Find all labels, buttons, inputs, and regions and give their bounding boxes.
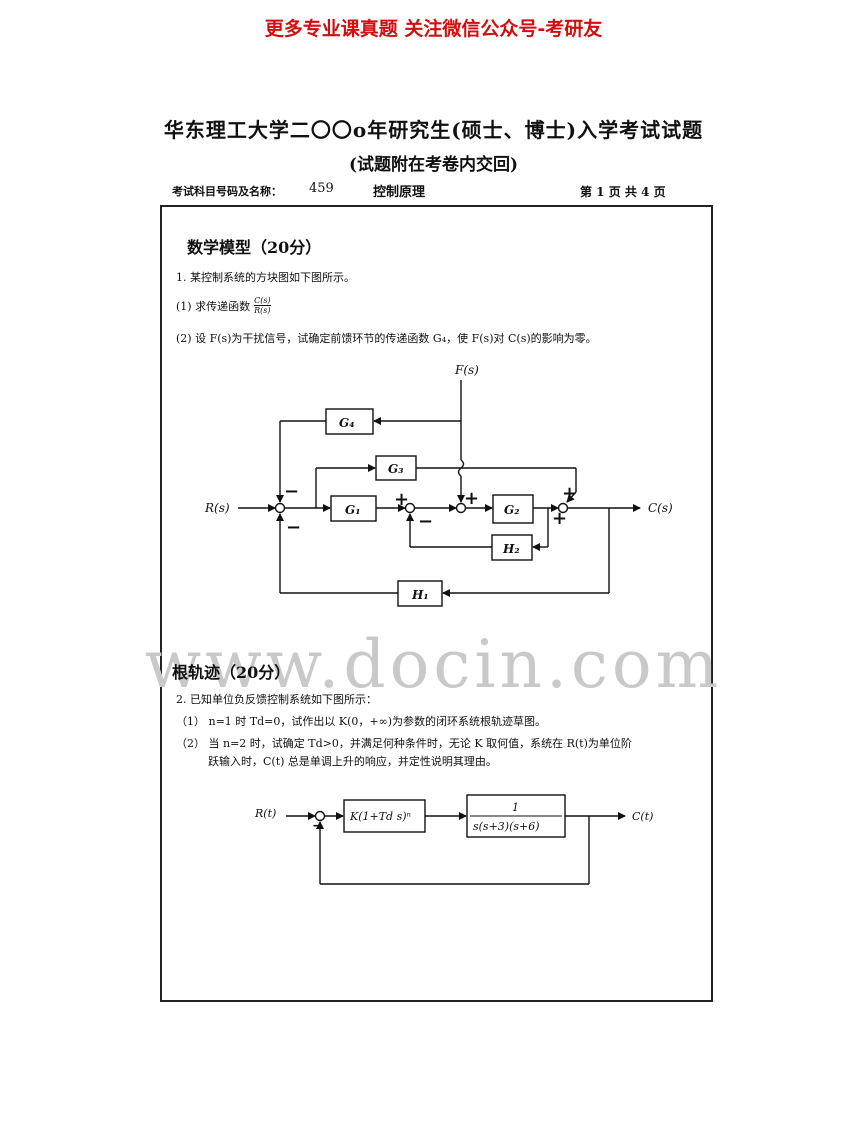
label-output-cs: C(s) (648, 501, 673, 515)
q1-text: 1. 某控制系统的方块图如下图所示。 (176, 271, 355, 284)
fraction-num: C(s) (254, 296, 271, 306)
sign-plus-g3: + (562, 483, 577, 504)
exam-title: 华东理工大学二〇〇o年研究生(硕士、博士)入学考试试题 (163, 118, 704, 142)
subject-name: 控制原理 (373, 185, 426, 200)
fraction-den: R(s) (254, 306, 271, 315)
q2-text: 2. 已知单位负反馈控制系统如下图所示： (176, 693, 377, 706)
sign-minus-h1: − (286, 517, 301, 538)
sign-plus-g1: + (394, 489, 409, 510)
sign-minus-h2: − (418, 511, 433, 532)
label-input-rt: R(t) (254, 807, 276, 820)
sign-plus-f: + (464, 488, 479, 509)
subject-code: 459 (309, 181, 334, 196)
label-controller: K(1+Td s)ⁿ (349, 810, 411, 823)
label-g2: G₂ (504, 503, 520, 517)
sum-junction-2 (404, 502, 416, 514)
exam-frame (160, 205, 713, 1002)
sum-junction-3 (455, 502, 467, 514)
q2-part-1: （1） n=1 时 Td=0，试作出以 K(0，+∞)为参数的闭环系统根轨迹草图… (176, 715, 547, 728)
label-plant-num: 1 (512, 801, 519, 814)
docin-watermark: www.docin.com (144, 626, 723, 703)
q2-part-2b: 跃输入时，C(t) 总是单调上升的响应，并定性说明其理由。 (208, 755, 497, 768)
transfer-fraction: C(s) R(s) (254, 296, 271, 315)
block-g2 (492, 494, 534, 524)
section2-heading: 根轨迹（20分） (172, 663, 291, 682)
sign-minus-feedback: − (312, 818, 324, 834)
label-disturbance-fs: F(s) (454, 363, 479, 377)
subject-label: 考试科目号码及名称： (172, 185, 282, 198)
exam-subtitle: (试题附在考卷内交回) (348, 155, 519, 175)
q1-part-a: (1) 求传递函数 C(s) R(s) (176, 296, 271, 315)
sum-junction-5 (314, 810, 326, 822)
sign-minus-g4: − (284, 481, 299, 502)
sign-plus-g2: + (552, 508, 567, 529)
section1-heading: 数学模型（20分） (187, 238, 322, 257)
promo-banner: 更多专业课真题 关注微信公众号-考研友 (264, 18, 603, 40)
page-info: 第 1 页 共 4 页 (580, 185, 666, 199)
sum-junction-4 (557, 502, 569, 514)
q1-part-b: (2) 设 F(s)为干扰信号，试确定前馈环节的传递函数 G₄，使 F(s)对 … (176, 332, 597, 345)
sum-junction-1 (274, 502, 286, 514)
label-output-ct: C(t) (632, 810, 653, 823)
label-h1: H₁ (411, 588, 429, 602)
label-h2: H₂ (502, 542, 520, 556)
label-input-rs: R(s) (204, 501, 230, 515)
label-g3: G₃ (388, 462, 404, 476)
label-g4: G₄ (339, 416, 355, 430)
q2-part-2a: （2） 当 n=2 时，试确定 Td>0，并满足何种条件时，无论 K 取何值，系… (176, 737, 632, 750)
q1-part-a-prefix: (1) 求传递函数 (176, 299, 251, 313)
label-g1: G₁ (345, 503, 361, 517)
label-plant-den: s(s+3)(s+6) (473, 820, 540, 833)
